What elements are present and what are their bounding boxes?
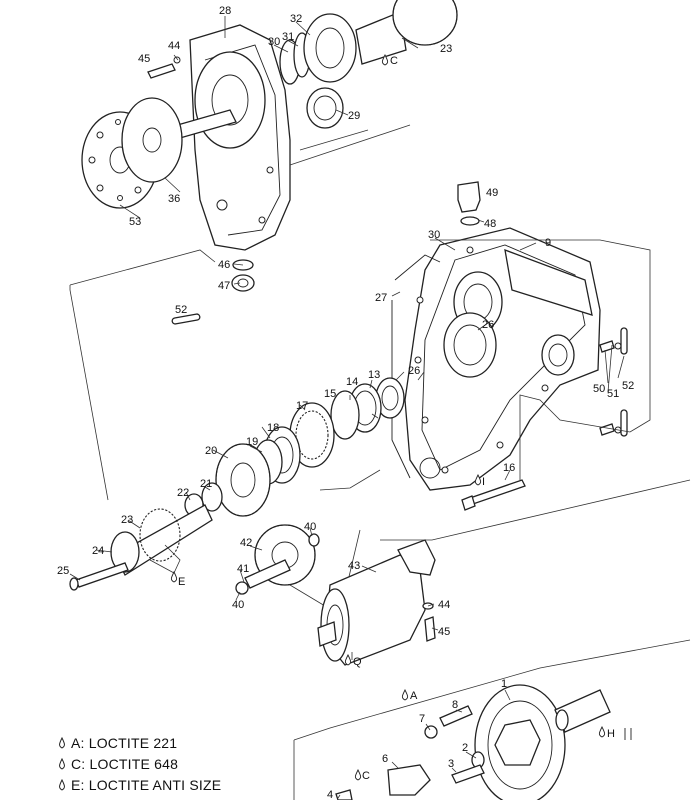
callout-2: 2 xyxy=(462,742,468,754)
callout-44: 44 xyxy=(168,40,180,52)
loctite-drop-icon xyxy=(59,778,65,791)
callout-17: 17 xyxy=(296,400,308,412)
callout-14: 14 xyxy=(346,376,358,388)
callout-51: 51 xyxy=(607,388,619,400)
loctite-markers xyxy=(170,53,606,781)
callout-48: 48 xyxy=(484,218,496,230)
loctite-drop-icon xyxy=(59,736,65,749)
legend-row-a: A: LOCTITE 221 xyxy=(58,732,221,753)
callout-22: 22 xyxy=(177,487,189,499)
callout-27: 27 xyxy=(375,292,387,304)
callout-44: 44 xyxy=(438,599,450,611)
callout-A: A xyxy=(410,690,418,702)
loctite-drop-icon xyxy=(401,688,409,701)
callout-3: 3 xyxy=(448,758,454,770)
gearbox-housing-group xyxy=(171,181,651,511)
callout-45: 45 xyxy=(438,626,450,638)
callout-29: 29 xyxy=(348,110,360,122)
loctite-drop-icon xyxy=(474,473,482,486)
starter-group xyxy=(317,479,691,666)
callout-4: 4 xyxy=(327,789,333,800)
callout-41: 41 xyxy=(237,563,249,575)
callout-40: 40 xyxy=(304,521,316,533)
legend-text: C: LOCTITE 648 xyxy=(71,755,179,772)
loctite-drop-icon xyxy=(354,768,362,781)
gear-train-group xyxy=(69,249,405,616)
callout-47: 47 xyxy=(218,280,230,292)
callout-23: 23 xyxy=(440,43,452,55)
upper-housing-group xyxy=(81,0,458,292)
callout-46: 46 xyxy=(218,259,230,271)
bottom-assembly-group xyxy=(293,639,691,800)
callout-9: 9 xyxy=(545,237,551,249)
callout-1: 1 xyxy=(501,678,507,690)
loctite-drop-icon xyxy=(170,570,178,583)
callout-H: H xyxy=(607,728,615,740)
bearing-part xyxy=(306,87,344,129)
callout-16: 16 xyxy=(503,462,515,474)
callout-24: 24 xyxy=(92,545,104,557)
callout-Q: Q xyxy=(353,656,362,668)
callout-43: 43 xyxy=(348,560,360,572)
callout-21: 21 xyxy=(200,478,212,490)
legend-row-e: E: LOCTITE ANTI SIZE xyxy=(58,774,221,795)
callout-C: C xyxy=(390,55,398,67)
callout-36: 36 xyxy=(168,193,180,205)
plug-part xyxy=(457,181,481,213)
callout-30: 30 xyxy=(268,36,280,48)
loctite-drop-icon xyxy=(598,725,606,738)
callout-31: 31 xyxy=(282,31,294,43)
callout-labels: 28 32 30 31 23 C 45 44 29 36 53 46 47 49… xyxy=(57,5,634,800)
callout-23: 23 xyxy=(121,514,133,526)
callout-I: I xyxy=(482,476,485,488)
loctite-drop-icon xyxy=(381,53,389,66)
loctite-drop-icon xyxy=(59,757,65,770)
callout-C: C xyxy=(362,770,370,782)
callout-8: 8 xyxy=(452,699,458,711)
callout-28: 28 xyxy=(219,5,231,17)
callout-42: 42 xyxy=(240,537,252,549)
callout-13: 13 xyxy=(368,369,380,381)
callout-49: 49 xyxy=(486,187,498,199)
legend-row-c: C: LOCTITE 648 xyxy=(58,753,221,774)
callout-7: 7 xyxy=(419,713,425,725)
callout-26: 26 xyxy=(482,319,494,331)
loctite-legend: A: LOCTITE 221 C: LOCTITE 648 E: LOCTITE… xyxy=(58,732,221,795)
loctite-drop-icon xyxy=(344,653,352,666)
callout-6: 6 xyxy=(382,753,388,765)
callout-32: 32 xyxy=(290,13,302,25)
legend-text: E: LOCTITE ANTI SIZE xyxy=(71,776,222,793)
callout-18: 18 xyxy=(267,422,279,434)
callout-26: 26 xyxy=(408,365,420,377)
callout-30: 30 xyxy=(428,229,440,241)
callout-40: 40 xyxy=(232,599,244,611)
callout-25: 25 xyxy=(57,565,69,577)
callout-53: 53 xyxy=(129,216,141,228)
callout-19: 19 xyxy=(246,436,258,448)
callout-50: 50 xyxy=(593,383,605,395)
callout-20: 20 xyxy=(205,445,217,457)
legend-text: A: LOCTITE 221 xyxy=(71,734,178,751)
callout-52: 52 xyxy=(622,380,634,392)
callout-45: 45 xyxy=(138,53,150,65)
callout-E: E xyxy=(178,576,185,588)
housing-bore-part xyxy=(194,51,266,149)
callout-52: 52 xyxy=(175,304,187,316)
callout-15: 15 xyxy=(324,388,336,400)
